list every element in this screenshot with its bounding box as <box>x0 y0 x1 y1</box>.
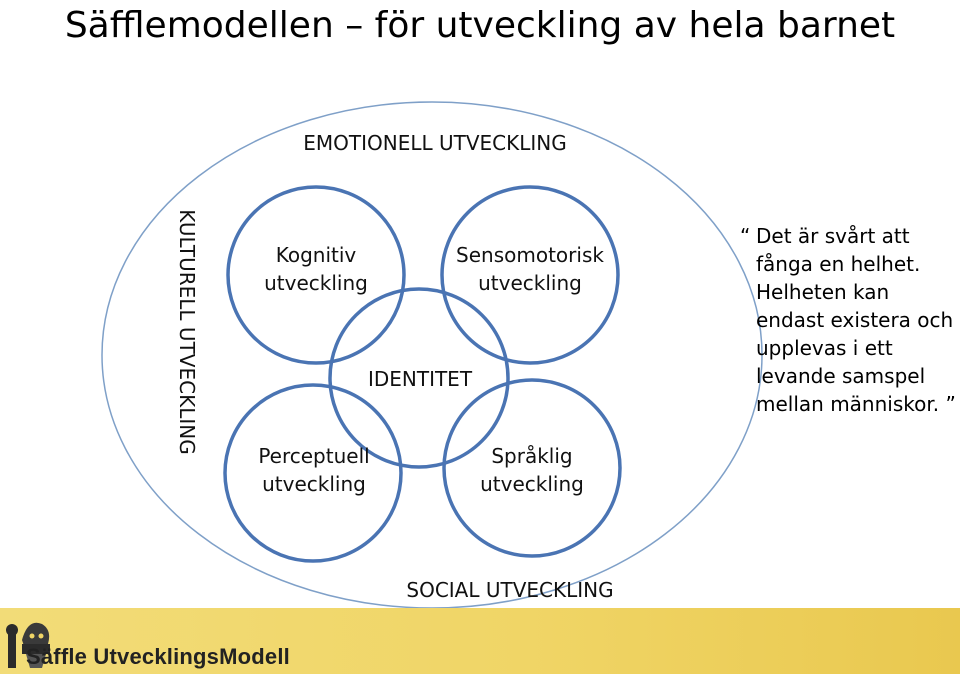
quote-open-mark: “ <box>740 224 751 248</box>
spraklig-label: Språklig utveckling <box>432 442 632 498</box>
perceptuell-label: Perceptuell utveckling <box>214 442 414 498</box>
social-label: SOCIAL UTVECKLING <box>406 578 614 602</box>
perceptuell-line-2: utveckling <box>262 472 366 496</box>
circle-identitet <box>328 287 510 469</box>
sensomotorisk-line-1: Sensomotorisk <box>456 243 604 267</box>
spraklig-line-1: Språklig <box>491 444 573 468</box>
circle-perceptuell <box>223 383 403 563</box>
circle-spraklig <box>442 378 622 558</box>
logo-icon <box>6 622 50 668</box>
outer-ellipse <box>101 101 763 609</box>
sensomotorisk-line-2: utveckling <box>478 271 582 295</box>
circle-sensomotorisk <box>440 185 620 365</box>
sensomotorisk-label: Sensomotorisk utveckling <box>430 241 630 297</box>
slide-title: Säfflemodellen – för utveckling av hela … <box>64 5 896 46</box>
quote-block: “ Det är svårt att fånga en helhet. Helh… <box>740 222 956 418</box>
quote-text: Det är svårt att fånga en helhet. Helhet… <box>756 224 954 416</box>
footer-brand: Säffle UtvecklingsModell <box>26 644 290 669</box>
emotionell-label: EMOTIONELL UTVECKLING <box>303 131 567 155</box>
kognitiv-line-1: Kognitiv <box>275 243 357 267</box>
footer-bar <box>0 608 960 674</box>
kognitiv-label: Kognitiv utveckling <box>226 241 406 297</box>
identitet-label: IDENTITET <box>367 367 473 391</box>
quote-close-mark: ” <box>945 392 956 416</box>
kognitiv-line-2: utveckling <box>264 271 368 295</box>
spraklig-line-2: utveckling <box>480 472 584 496</box>
perceptuell-line-1: Perceptuell <box>258 444 370 468</box>
circle-kognitiv <box>226 185 406 365</box>
kulturell-label: KULTURELL UTVECKLING <box>175 209 199 455</box>
